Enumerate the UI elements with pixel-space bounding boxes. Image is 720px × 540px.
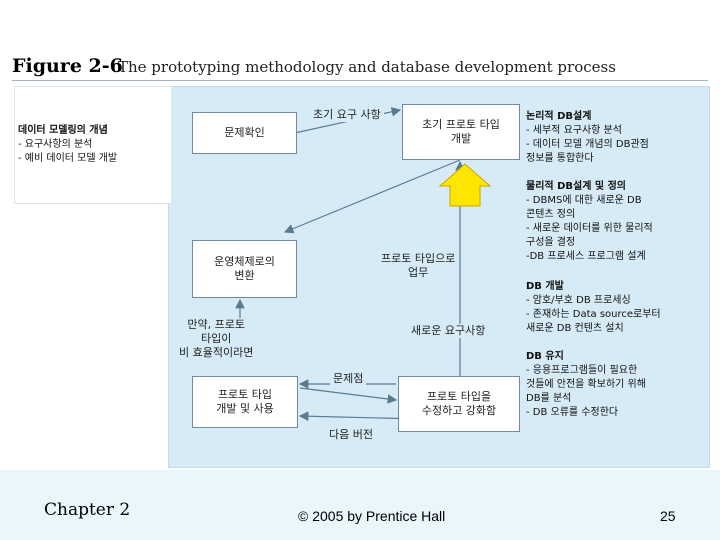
initial-requirements-label: 초기 요구 사항 [310,108,384,122]
initial-prototype-line: 개발 [450,132,472,145]
side-note: 데이터 모델링의 개념 - 요구사항의 분석 - 예비 데이터 모델 개발 [18,124,117,166]
side-note-panel [14,86,172,204]
convert-box: 운영체제로의 변환 [192,240,297,298]
if-inefficient-line: 비 효율적이라면 [179,346,254,359]
right-note-line: 것들에 안전을 확보하기 위해 [526,379,646,390]
figure-caption: The prototyping methodology and database… [118,58,616,76]
right-note-line: 새로운 DB 컨텐츠 설치 [526,323,624,334]
chapter-label: Chapter 2 [44,500,131,520]
identify-problem-box: 문제확인 [192,112,297,154]
revise-line: 수정하고 강화함 [421,404,497,417]
revise-box: 프로토 타입을 수정하고 강화함 [398,376,520,432]
title-rule [12,80,708,81]
right-note-logical: 논리적 DB설계 - 세부적 요구사항 분석 - 데이터 모델 개념의 DB관점… [526,110,649,166]
if-inefficient-line: 만약, 프로토 [187,318,245,331]
right-note-line: - DB 오류를 수정한다 [526,407,619,418]
right-note-title: 논리적 DB설계 [526,111,592,122]
develop-use-box: 프로토 타입 개발 및 사용 [192,376,298,428]
initial-prototype-line: 초기 프로토 타입 [422,118,500,131]
next-version-label: 다음 버전 [326,428,376,442]
right-note-line: 콘텐츠 정의 [526,209,576,220]
develop-use-line: 프로토 타입 [217,388,273,401]
convert-line: 변환 [234,269,255,282]
right-note-line: DB를 분석 [526,393,572,404]
problems-label: 문제점 [330,372,367,386]
right-note-line: 구성을 결정 [526,237,576,248]
figure-label: Figure 2-6 [12,55,123,77]
right-note-line: - 데이터 모델 개념의 DB관점 [526,139,649,150]
identify-problem-label: 문제확인 [224,126,265,139]
right-note-maintenance: DB 유지 - 응용프로그램들이 필요한 것들에 안전을 확보하기 위해 DB를… [526,350,646,420]
side-note-line: - 예비 데이터 모델 개발 [18,153,118,164]
if-inefficient-label: 만약, 프로토 타입이 비 효율적이라면 [176,318,257,360]
right-note-line: - 존재하는 Data source로부터 [526,309,661,320]
revise-line: 프로토 타입을 [426,390,492,403]
arrow-proto-to-revise [299,387,398,404]
if-inefficient-line: 타입이 [200,332,232,345]
right-note-title: 물리적 DB설계 및 정의 [526,181,626,192]
top-strip [0,0,720,40]
right-note-physical: 물리적 DB설계 및 정의 - DBMS에 대한 새로운 DB 콘텐츠 정의 -… [526,180,653,264]
right-note-line: - 세부적 요구사항 분석 [526,125,622,136]
right-note-line: - 응용프로그램들이 필요한 [526,365,638,376]
work-with-prototype-line: 업무 [408,266,429,279]
right-note-line: -DB 프로세스 프로그램 설계 [526,251,646,262]
side-note-title: 데이터 모델링의 개념 [18,125,108,136]
right-note-line: - 암호/부호 DB 프로세싱 [526,295,631,306]
initial-prototype-box: 초기 프로토 타입 개발 [402,104,520,160]
right-note-title: DB 유지 [526,351,564,362]
right-note-line: - 새로운 데이터를 위한 물리적 [526,223,653,234]
right-note-development: DB 개발 - 암호/부호 DB 프로세싱 - 존재하는 Data source… [526,280,661,336]
copyright-text: © 2005 by Prentice Hall [298,508,446,524]
new-requirements-label: 새로운 요구사항 [408,324,489,338]
convert-line: 운영체제로의 [214,255,275,268]
work-with-prototype-line: 프로토 타입으로 [381,252,456,265]
side-note-line: - 요구사항의 분석 [18,139,93,150]
page-number: 25 [660,508,676,524]
right-note-title: DB 개발 [526,281,564,292]
work-with-prototype-label: 프로토 타입으로 업무 [378,252,459,280]
highlight-up-arrow [438,163,492,207]
arrow-to-convert [283,159,461,234]
right-note-line: - DBMS에 대한 새로운 DB [526,195,642,206]
right-note-line: 정보를 통합한다 [526,153,594,164]
develop-use-line: 개발 및 사용 [216,402,274,415]
